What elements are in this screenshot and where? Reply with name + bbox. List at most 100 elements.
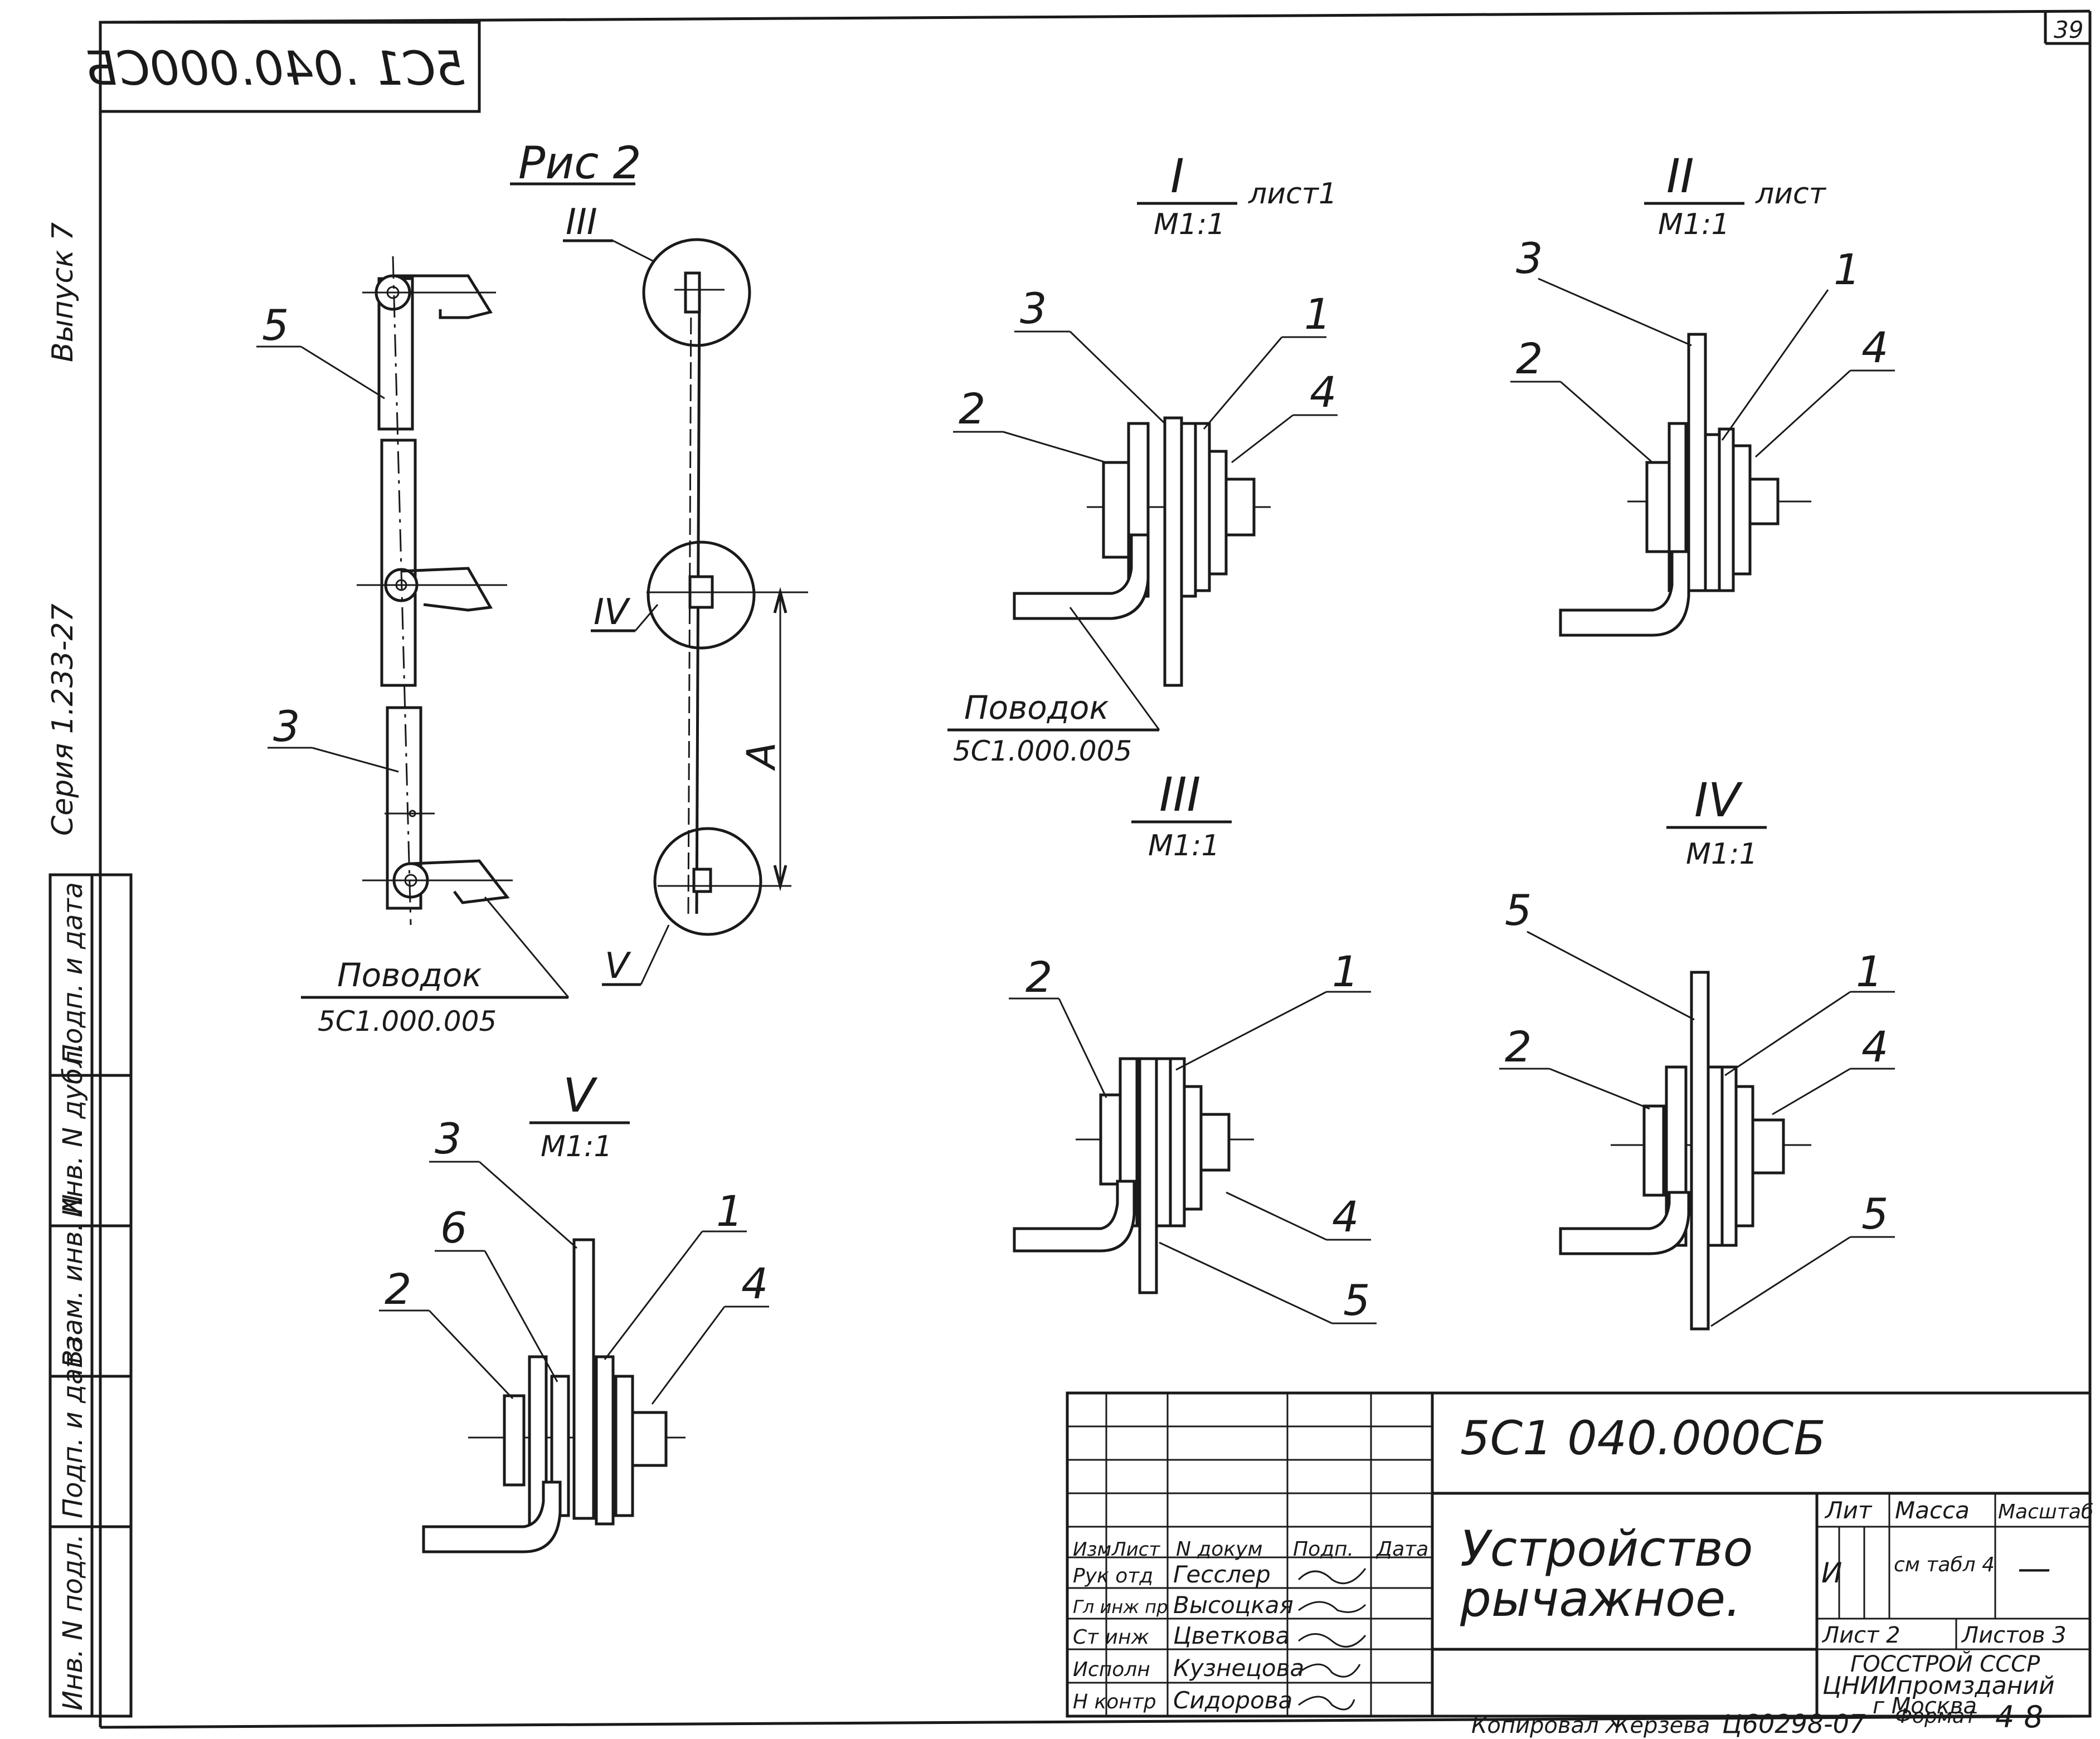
strip-label-3: Взам. инв. N [57, 1194, 89, 1368]
view-II-scale: М1:1 [1658, 208, 1730, 241]
view-V-callout-2: 2 [385, 1264, 411, 1314]
title-block-title-1: Устройство [1460, 1520, 1753, 1577]
view-IV-numeral: IV [1694, 773, 1743, 827]
org-line-3: г Москва [1873, 1693, 1977, 1719]
overview-callout-5: 5 [262, 300, 289, 350]
overview-label-V: V [605, 946, 631, 987]
footer-format-value: 4 8 [1995, 1699, 2043, 1735]
view-I-note: лист1 [1248, 177, 1337, 211]
povodok-note-1: Поводок 5С1.000.005 [947, 607, 1160, 767]
view-II-drawing [1559, 333, 1811, 637]
left-strip [48, 873, 133, 1718]
view-II-numeral: II [1666, 149, 1694, 203]
lit-label: Лит [1824, 1497, 1873, 1524]
sheets-count: Листов 3 [1961, 1623, 2067, 1648]
view-II-callout-4: 4 [1861, 323, 1888, 372]
top-code-box: 5С1 .040.000СБ [85, 21, 481, 113]
overview-callout-3: 3 [273, 702, 300, 751]
dimension-A-label: А [738, 742, 784, 771]
detail-circle-IV [646, 540, 756, 650]
role-5-name: Сидорова [1173, 1687, 1292, 1714]
strip-label-1: Инв. N подл. [57, 1534, 89, 1711]
side-series: Серия 1.233-27 [46, 603, 80, 836]
povodok-2-name: Поводок [337, 956, 482, 994]
povodok-2-code: 5С1.000.005 [318, 1005, 497, 1037]
view-III-callout-4: 4 [1332, 1192, 1359, 1241]
view-I-callout-4: 4 [1310, 367, 1336, 417]
corner-sheet-number: 39 [2054, 16, 2083, 43]
mass-label: Масса [1895, 1497, 1970, 1524]
strip-label-4: Инв. N дубл. [57, 1043, 89, 1217]
title-block-title-2: рычажное. [1460, 1570, 1741, 1628]
role-3-name: Цветкова [1173, 1622, 1290, 1649]
view-V-scale: М1:1 [541, 1130, 612, 1163]
sheet-frame [99, 9, 2092, 1729]
overview-lever [357, 256, 513, 925]
view-II-note: лист [1755, 177, 1827, 211]
footer-format-label: Формат [1895, 1705, 1977, 1728]
view-I-scale: М1:1 [1154, 208, 1226, 241]
footer-copied: Копировал Жерзева [1471, 1713, 1710, 1738]
header-list: Лист [1111, 1538, 1160, 1561]
view-IV-callout-1: 1 [1856, 947, 1883, 996]
view-III-numeral: III [1159, 767, 1200, 822]
view-V-callout-4: 4 [741, 1259, 768, 1308]
view-I-callout-2: 2 [959, 384, 985, 433]
overview-rod [642, 238, 808, 936]
org-line-1: ГОССТРОЙ СССР [1850, 1650, 2040, 1677]
povodok-1-code: 5С1.000.005 [953, 735, 1132, 767]
strip-label-2: Подп. и дата [57, 1336, 89, 1518]
view-II-callout-3: 3 [1516, 233, 1543, 283]
view-I-drawing [1013, 416, 1271, 687]
role-4-name: Кузнецова [1173, 1654, 1304, 1682]
view-II-callout-2: 2 [1516, 334, 1543, 383]
role-4: Исполн [1073, 1658, 1150, 1681]
title-block-designation: 5С1 040.000СБ [1460, 1411, 1826, 1465]
view-V-callout-6: 6 [440, 1203, 467, 1253]
detail-circle-V [653, 827, 762, 936]
view-III-callout-5: 5 [1343, 1275, 1370, 1325]
side-issue: Выпуск 7 [46, 222, 80, 362]
detail-circle-III [642, 238, 751, 347]
role-2-name: Высоцкая [1173, 1591, 1294, 1619]
top-code-mirrored: 5С1 .040.000СБ [85, 41, 465, 96]
role-3: Ст инж [1073, 1626, 1149, 1649]
role-5: Н контр [1073, 1691, 1156, 1713]
view-V-callout-3: 3 [435, 1114, 461, 1163]
view-IV-drawing [1559, 971, 1811, 1331]
view-IV-callout-5-top: 5 [1505, 885, 1532, 935]
header-podp: Подп. [1293, 1538, 1354, 1561]
view-IV-callout-4: 4 [1861, 1022, 1888, 1071]
role-1-name: Гесслер [1173, 1561, 1271, 1588]
view-IV-callout-2: 2 [1505, 1022, 1532, 1071]
mass-value: см табл 4 [1894, 1553, 1995, 1576]
view-II-callout-1: 1 [1834, 245, 1860, 294]
lit-value: И [1821, 1557, 1842, 1589]
view-IV-callout-5-bottom: 5 [1861, 1189, 1888, 1239]
scale-label: Масштаб [1998, 1501, 2093, 1523]
view-I-callout-1: 1 [1304, 289, 1331, 339]
role-2: Гл инж пр [1073, 1596, 1168, 1618]
view-IV-scale: М1:1 [1686, 837, 1758, 871]
footer-order: Ц60298-07 [1722, 1709, 1865, 1739]
povodok-1-name: Поводок [964, 689, 1109, 727]
strip-label-5: Подп. и дата [57, 882, 89, 1064]
overview-label-IV: IV [594, 592, 631, 633]
view-III-drawing [1013, 1057, 1254, 1294]
view-III-scale: М1:1 [1148, 829, 1220, 863]
sheet-number: Лист 2 [1821, 1623, 1900, 1648]
role-1: Рук отд [1073, 1565, 1153, 1587]
header-data: Дата [1375, 1538, 1428, 1561]
figure-title: Рис 2 [518, 137, 641, 189]
view-V-drawing [422, 1238, 686, 1553]
title-block [1066, 1391, 2092, 1718]
signatures [1297, 1568, 1367, 1711]
view-III-callout-1: 1 [1332, 947, 1359, 996]
org-line-2: ЦНИИпромзданий [1822, 1672, 2055, 1700]
header-izm: Изм [1073, 1538, 1111, 1561]
view-III-callout-2: 2 [1025, 952, 1052, 1002]
dimension-A: А [738, 587, 788, 892]
povodok-note-2: Поводок 5С1.000.005 [301, 897, 570, 1037]
view-V-callout-1: 1 [716, 1186, 743, 1236]
